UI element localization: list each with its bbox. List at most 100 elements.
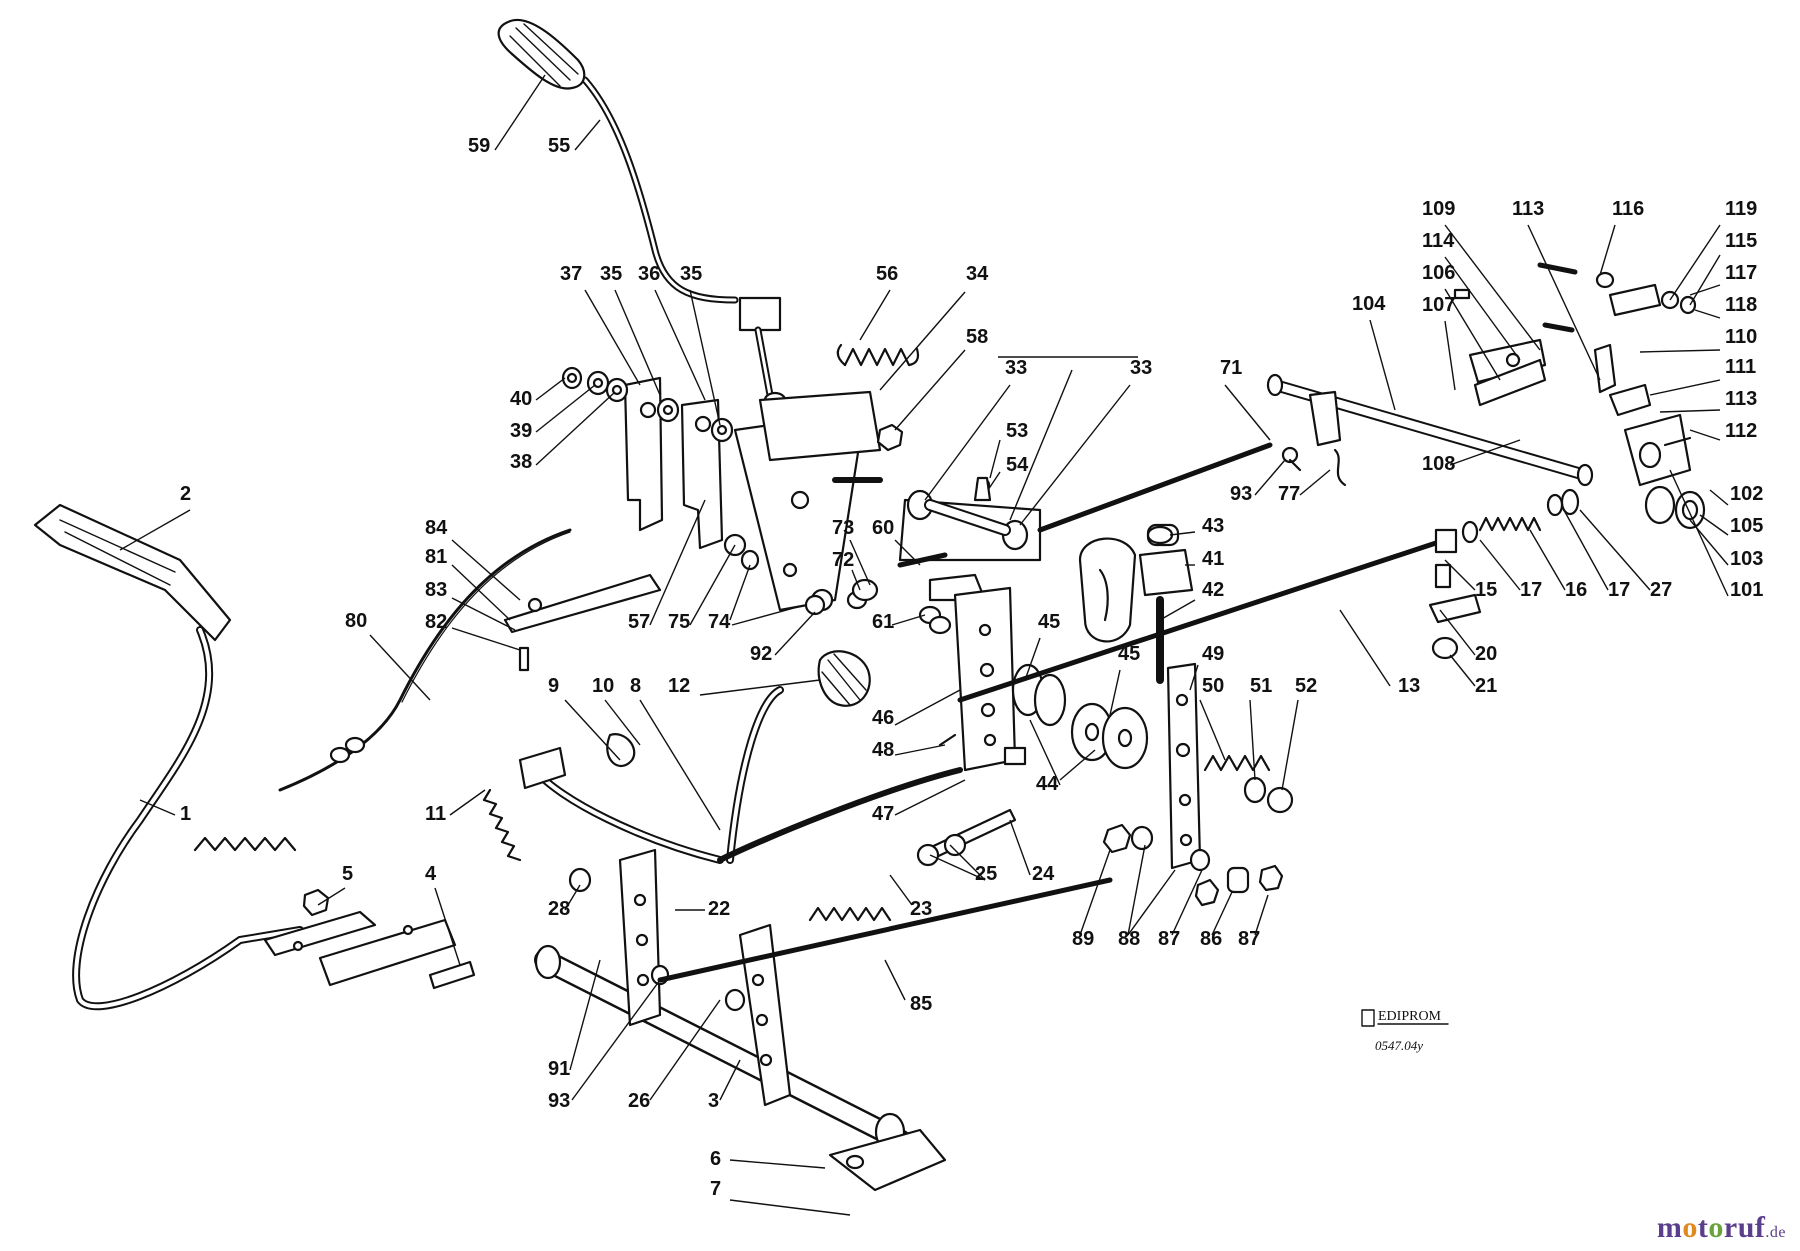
part-label-33a: 33 bbox=[1005, 357, 1027, 379]
part-label-77: 77 bbox=[1278, 483, 1300, 505]
part-label-118: 118 bbox=[1725, 294, 1757, 316]
ediprom-mark-graphic bbox=[1361, 1009, 1449, 1027]
leader-line-33a bbox=[924, 384, 1011, 501]
part-label-47: 47 bbox=[872, 803, 894, 825]
leader-line-83 bbox=[451, 597, 516, 631]
leader-line-87b bbox=[1254, 894, 1269, 936]
brand-text-ruf: ruf bbox=[1723, 1211, 1766, 1244]
part-label-45a: 45 bbox=[1038, 611, 1060, 633]
part-label-92: 92 bbox=[750, 643, 772, 665]
leader-line-75 bbox=[689, 544, 736, 626]
spring-56 bbox=[836, 343, 920, 367]
part-label-38: 38 bbox=[510, 451, 532, 473]
leader-line-55 bbox=[574, 119, 601, 151]
part-label-74: 74 bbox=[708, 611, 731, 633]
leader-line-102 bbox=[1709, 489, 1729, 506]
part-label-82: 82 bbox=[425, 611, 447, 633]
part-label-55: 55 bbox=[548, 135, 570, 157]
rod-71 bbox=[1037, 442, 1273, 533]
plate-46 bbox=[953, 586, 1027, 772]
leader-lines bbox=[119, 74, 1729, 1216]
leader-line-28 bbox=[564, 884, 581, 911]
part-label-16: 16 bbox=[1565, 579, 1587, 601]
part-label-21: 21 bbox=[1475, 675, 1497, 697]
leader-line-92 bbox=[774, 611, 816, 656]
leader-line-56 bbox=[859, 289, 891, 341]
part-label-41: 41 bbox=[1202, 548, 1224, 570]
leader-line-40 bbox=[535, 377, 566, 401]
leader-line-77 bbox=[1299, 469, 1331, 496]
leader-line-17a bbox=[1479, 539, 1521, 591]
leader-line-112 bbox=[1689, 429, 1721, 441]
part-label-51: 51 bbox=[1250, 675, 1272, 697]
part-label-34: 34 bbox=[966, 263, 989, 285]
part-label-6: 6 bbox=[710, 1148, 721, 1170]
part-label-113a: 113 bbox=[1512, 198, 1544, 220]
leader-line-25 bbox=[949, 844, 986, 881]
drawing-reference-code: 0547.04y bbox=[1375, 1038, 1423, 1053]
part-label-109: 109 bbox=[1422, 198, 1455, 220]
part-label-116: 116 bbox=[1612, 198, 1644, 220]
part-label-57: 57 bbox=[628, 611, 650, 633]
leader-line-93b bbox=[571, 979, 661, 1101]
leader-line-33b bbox=[1019, 384, 1131, 526]
part-label-87b: 87 bbox=[1238, 928, 1260, 950]
leader-line-86 bbox=[1211, 891, 1233, 936]
leader-line-8 bbox=[639, 699, 721, 831]
part-label-42: 42 bbox=[1202, 579, 1224, 601]
part-label-58: 58 bbox=[966, 326, 988, 348]
leader-line-74 bbox=[729, 564, 751, 621]
part-label-108: 108 bbox=[1422, 453, 1455, 475]
leader-line-45a bbox=[1024, 637, 1041, 681]
part-label-113b: 113 bbox=[1725, 388, 1757, 410]
leader-line-87a bbox=[1171, 869, 1203, 936]
leader-line-25-1 bbox=[929, 854, 986, 881]
part-label-33b: 33 bbox=[1130, 357, 1152, 379]
leader-line-93a bbox=[1254, 459, 1286, 496]
part-label-50: 50 bbox=[1202, 675, 1224, 697]
leader-line-118 bbox=[1694, 309, 1721, 319]
part-label-119: 119 bbox=[1725, 198, 1757, 220]
part-label-4: 4 bbox=[425, 863, 437, 885]
leader-line-85 bbox=[884, 959, 906, 1001]
part-label-104: 104 bbox=[1352, 293, 1386, 315]
brand-text-tld: .de bbox=[1765, 1224, 1786, 1241]
leader-line-82 bbox=[451, 627, 521, 651]
part-label-61: 61 bbox=[872, 611, 894, 633]
part-label-81: 81 bbox=[425, 546, 447, 568]
part-label-54: 54 bbox=[1006, 454, 1029, 476]
leader-line-3 bbox=[719, 1059, 741, 1101]
leader-line-81 bbox=[451, 564, 511, 621]
pedal-assembly bbox=[33, 503, 457, 1011]
brand-watermark: motoruf.de bbox=[1657, 1211, 1786, 1245]
part-label-83: 83 bbox=[425, 579, 447, 601]
lever-brackets bbox=[623, 376, 883, 612]
part-label-84: 84 bbox=[425, 517, 448, 539]
leader-line-17b bbox=[1564, 511, 1609, 591]
leader-line-88 bbox=[1127, 844, 1146, 936]
leader-line-104 bbox=[1369, 319, 1396, 411]
leader-line-51 bbox=[1249, 699, 1256, 781]
leader-line-12 bbox=[699, 679, 821, 696]
part-label-44: 44 bbox=[1036, 773, 1059, 795]
gear-lever-assembly bbox=[497, 18, 787, 409]
plate-49 bbox=[1166, 662, 1202, 870]
part-label-1: 1 bbox=[180, 803, 191, 825]
part-label-24: 24 bbox=[1032, 863, 1055, 885]
leader-line-5 bbox=[317, 887, 346, 906]
leader-line-107 bbox=[1444, 320, 1456, 391]
mechanism-drawing bbox=[33, 18, 1706, 1192]
part-label-106: 106 bbox=[1422, 262, 1455, 284]
leader-line-45b bbox=[1109, 669, 1121, 716]
spring-50-group bbox=[1203, 754, 1294, 814]
friction-discs bbox=[1011, 663, 1149, 770]
part-label-23: 23 bbox=[910, 898, 932, 920]
leader-line-44 bbox=[1059, 749, 1096, 781]
part-label-7: 7 bbox=[710, 1178, 721, 1200]
part-label-105: 105 bbox=[1730, 515, 1763, 537]
part-label-2: 2 bbox=[180, 483, 191, 505]
leader-line-74-1 bbox=[731, 604, 806, 626]
leader-line-106 bbox=[1444, 288, 1501, 381]
leader-line-101 bbox=[1669, 469, 1729, 597]
